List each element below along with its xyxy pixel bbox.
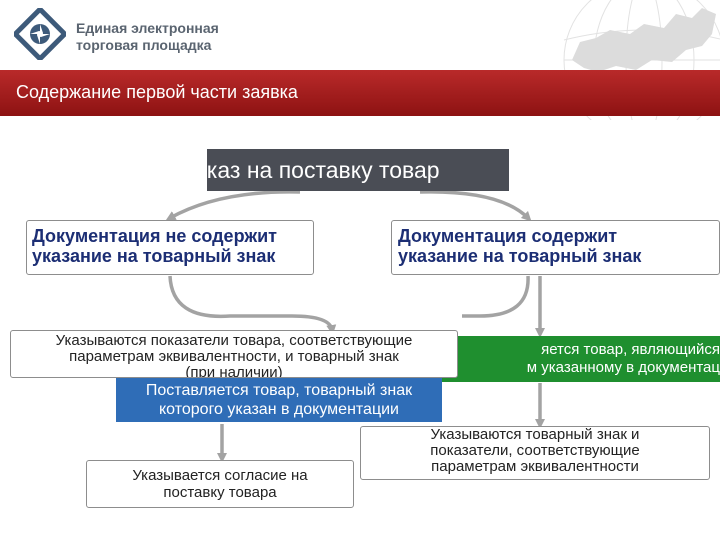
title-bar [0, 70, 720, 116]
indicators-line-1: Указываются показатели товара, соответст… [55, 332, 413, 349]
right-bottom-line-2: показатели, соответствующие [430, 442, 640, 459]
arrow-right-branch [462, 275, 530, 318]
indicators-line-3: (при наличии) [185, 364, 283, 378]
doc-left-line-1: Документация не содержит [32, 226, 277, 246]
doc-left-line-2: указание на товарный знак [32, 246, 276, 266]
logo-text-line2: торговая площадка [76, 37, 212, 53]
indicators-line-2: параметрам эквивалентности, и товарный з… [69, 348, 399, 365]
logo-text-line1: Единая электронная [76, 20, 219, 36]
arrow-top-to-left [165, 190, 301, 221]
doc-no-trademark-box: Документация не содержит указание на тов… [26, 220, 314, 275]
green-line-2: м указанному в документац [526, 359, 720, 376]
doc-right-line-2: указание на товарный знак [398, 246, 642, 266]
green-line-1: яется товар, являющийся [541, 341, 720, 358]
blue-supply-box: Поставляется товар, товарный знак которо… [116, 378, 442, 422]
arrow-top-to-right [419, 190, 532, 222]
consent-box: Указывается согласие на поставку товара [86, 460, 354, 508]
order-supply-box: аказ на поставку товар [207, 149, 509, 191]
consent-line-1: Указывается согласие на [132, 467, 308, 484]
page-title: Содержание первой части заявка [16, 82, 298, 102]
logo-icon [14, 8, 66, 60]
arrow-left-to-indicators [168, 275, 337, 335]
green-supply-box: яется товар, являющийся м указанному в д… [430, 336, 720, 382]
right-bottom-line-1: Указываются товарный знак и [430, 426, 640, 443]
right-bottom-line-3: параметрам эквивалентности [431, 458, 639, 475]
doc-has-trademark-box: Документация содержит указание на товарн… [391, 220, 720, 275]
blue-line-1: Поставляется товар, товарный знак [145, 382, 413, 399]
consent-line-2: поставку товара [163, 484, 277, 501]
trademark-indicators-box: Указываются товарный знак и показатели, … [360, 426, 710, 480]
doc-right-line-1: Документация содержит [398, 226, 618, 246]
indicators-box: Указываются показатели товара, соответст… [10, 330, 458, 378]
blue-line-2: которого указан в документации [159, 401, 399, 418]
